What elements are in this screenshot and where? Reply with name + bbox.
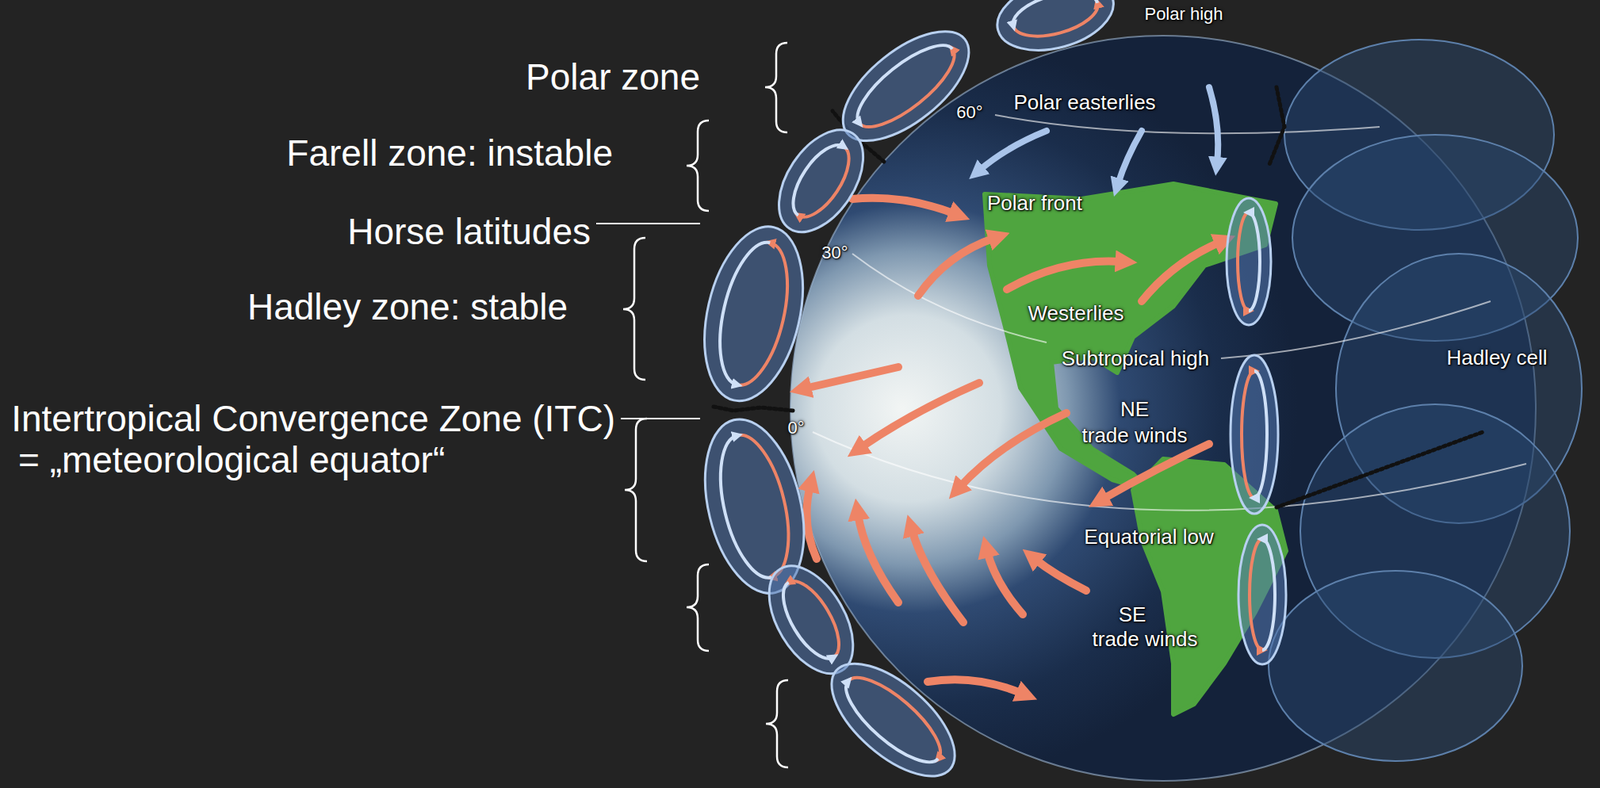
wind-arrow xyxy=(959,413,1067,488)
front-line xyxy=(1276,432,1483,508)
curly-brace xyxy=(624,418,647,562)
polar-wind-arrow xyxy=(1117,130,1142,184)
cell-flow xyxy=(1262,539,1275,651)
wind-arrow xyxy=(804,367,899,389)
front-label: Polar front xyxy=(987,191,1083,216)
cell-flow xyxy=(1249,539,1263,651)
wind-arrow xyxy=(911,529,964,623)
wind-label: trade winds xyxy=(1092,627,1199,652)
wind-arrow xyxy=(1034,558,1087,591)
cell-flow xyxy=(708,435,772,585)
cell-outline xyxy=(1230,355,1279,514)
curly-brace xyxy=(765,42,788,133)
cell-flow xyxy=(708,236,770,386)
wind-arrow xyxy=(860,382,980,448)
cell-flow xyxy=(1254,371,1267,498)
wind-arrow xyxy=(1141,241,1222,302)
polar-wind-arrow xyxy=(1209,87,1218,163)
cell-flow xyxy=(859,49,966,141)
pressure-label: Subtropical high xyxy=(1061,347,1210,372)
cell-flow xyxy=(848,665,953,760)
cell-flow xyxy=(788,572,850,658)
curly-brace xyxy=(765,680,789,768)
cell-flow xyxy=(1241,371,1255,498)
latitude-line xyxy=(995,114,1380,134)
cell-label: Hadley cell xyxy=(1446,346,1547,371)
cell-flow xyxy=(845,32,953,124)
cell-flow xyxy=(1013,3,1103,45)
cell-flow xyxy=(1008,0,1098,27)
wind-arrow xyxy=(927,679,1023,694)
pressure-label: Polar high xyxy=(1144,3,1223,24)
wind-arrow xyxy=(807,485,818,559)
curly-brace xyxy=(623,237,646,380)
cell-layer xyxy=(1268,570,1523,762)
wind-label: SE xyxy=(1118,603,1147,628)
wind-label: Westerlies xyxy=(1028,302,1125,326)
circulation-cell xyxy=(989,0,1122,63)
cell-flow xyxy=(782,136,845,216)
cell-flow xyxy=(1237,212,1249,311)
cell-flow xyxy=(772,582,834,668)
cell-outline xyxy=(761,114,881,247)
polar-wind-arrow xyxy=(979,130,1047,171)
wind-arrow xyxy=(1102,444,1210,500)
cutaway-cell xyxy=(1238,524,1287,665)
circulation-cell xyxy=(812,643,974,788)
zone-label: Hadley zone: stable xyxy=(247,286,568,329)
zone-label: Intertropical Convergence Zone (ITC) xyxy=(11,398,616,441)
cell-flow xyxy=(737,242,800,392)
latitude-label: 30° xyxy=(821,242,848,263)
zone-label: Polar zone xyxy=(525,56,701,99)
wind-label: Polar easterlies xyxy=(1013,91,1156,115)
cell-outline xyxy=(812,643,974,788)
cell-outline xyxy=(989,0,1122,63)
cell-flow xyxy=(834,681,938,776)
latitude-label: 60° xyxy=(956,102,983,123)
zone-label: Farell zone: instable xyxy=(286,132,613,175)
cutaway-cell xyxy=(1226,198,1271,326)
hadley-cell-layers xyxy=(1268,39,1582,762)
leader-line xyxy=(596,222,701,225)
front-line xyxy=(713,406,793,411)
zone-label: Horse latitudes xyxy=(347,210,591,253)
curly-brace xyxy=(686,564,709,651)
wind-arrow xyxy=(1006,260,1122,290)
cell-flow xyxy=(737,428,801,578)
cell-outline xyxy=(1226,198,1271,326)
cell-flow xyxy=(798,146,861,226)
cell-outline xyxy=(1238,524,1287,665)
wind-arrow xyxy=(987,551,1023,615)
wind-label: NE xyxy=(1120,398,1149,422)
zone-note: = „meteorological equator“ xyxy=(18,439,445,482)
latitude-label: 0° xyxy=(787,417,804,438)
circulation-cell xyxy=(761,114,881,247)
wind-label: trade winds xyxy=(1082,424,1188,448)
cell-outline xyxy=(688,217,819,411)
curly-brace xyxy=(686,120,709,211)
leader-line xyxy=(620,417,701,420)
cutaway-cell xyxy=(1230,355,1279,514)
front-line xyxy=(1268,87,1285,167)
circulation-cell xyxy=(688,217,819,411)
wind-arrow xyxy=(918,237,996,296)
wind-arrow xyxy=(852,198,956,215)
pressure-label: Equatorial low xyxy=(1083,525,1214,550)
cell-flow xyxy=(1248,212,1260,311)
wind-arrow xyxy=(857,513,899,603)
